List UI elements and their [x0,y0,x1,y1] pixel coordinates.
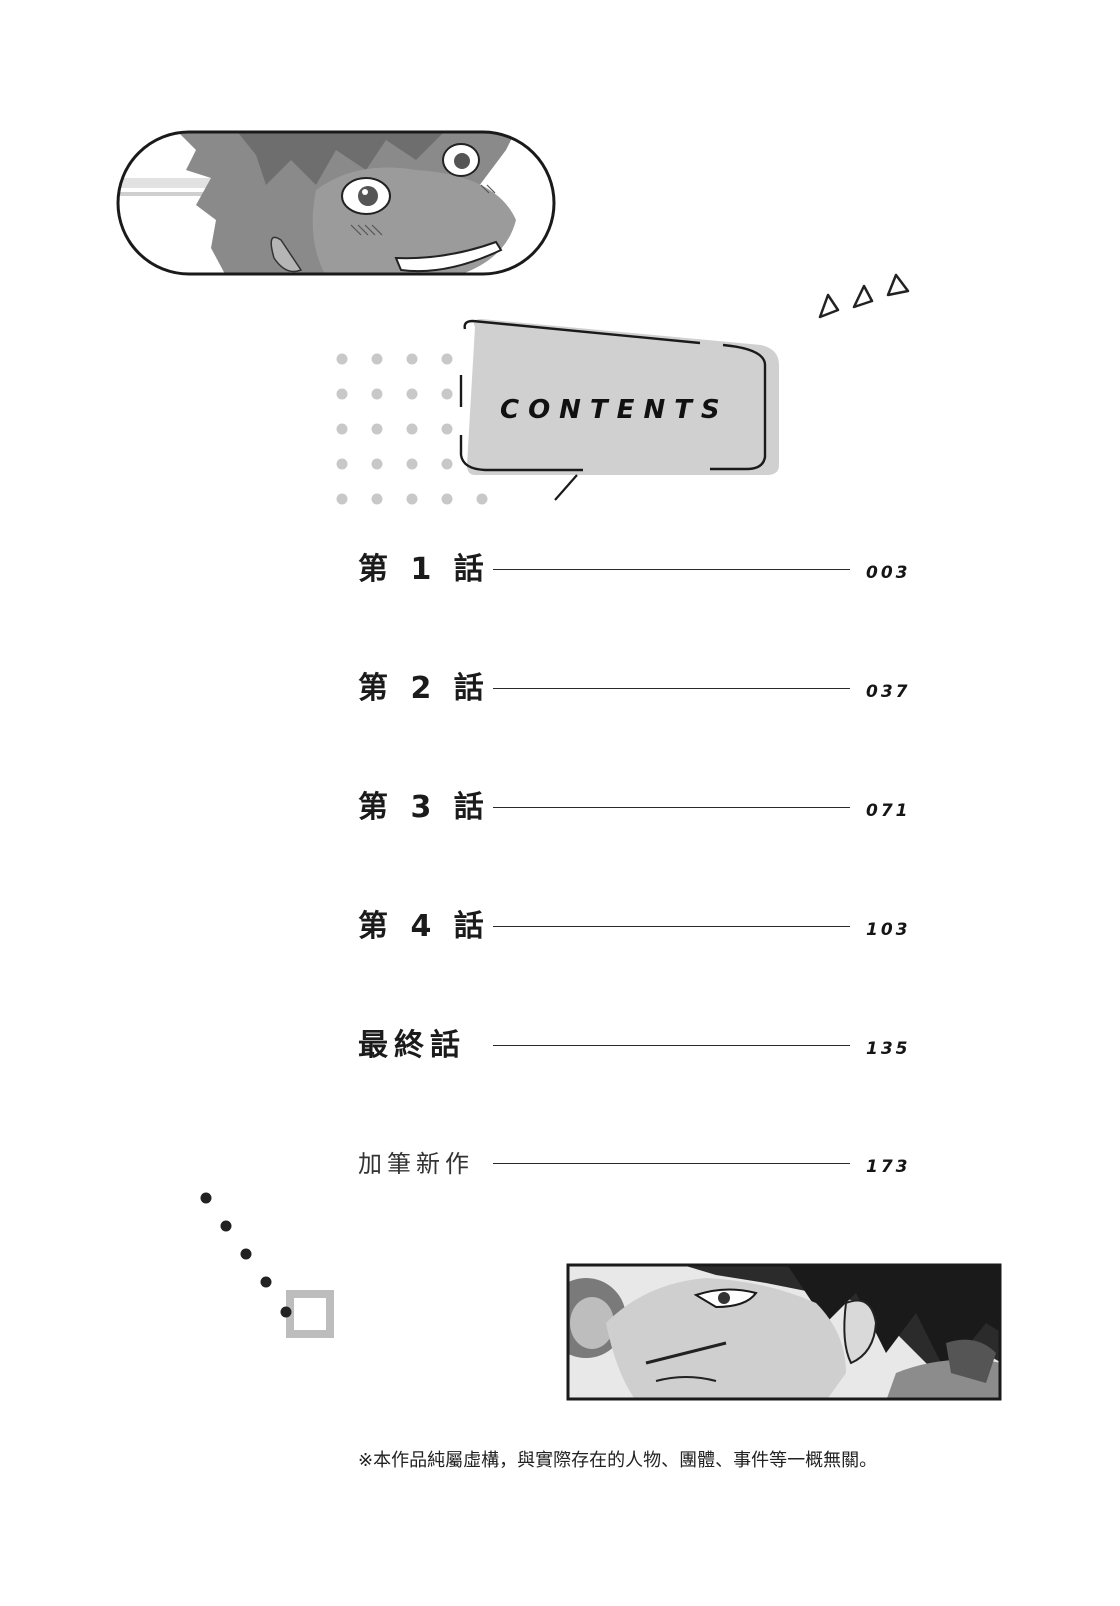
grid-dot [336,353,348,365]
toc-chapter-label: 第 1 話 [358,552,490,587]
toc-leader-line [493,1045,850,1046]
disclaimer-text: ※本作品純屬虛構，與實際存在的人物、團體、事件等一概無關。 [358,1450,878,1471]
toc-entry[interactable]: 第 4 話 103 [358,902,918,952]
toc-entry[interactable]: 第 2 話 037 [358,664,918,714]
toc-page-number: 037 [866,682,911,702]
toc-chapter-label: 第 4 話 [358,909,490,944]
grid-dot [406,458,418,470]
grid-dot [336,423,348,435]
grid-dot [476,493,488,505]
toc-chapter-label: 第 2 話 [358,671,490,706]
toc-chapter-label: 最終話 [358,1028,466,1063]
toc-page-number: 173 [866,1157,911,1177]
toc-leader-line [493,807,850,808]
toc-page-number: 071 [866,801,911,821]
contents-speech-bubble [459,319,779,501]
toc-entry[interactable]: 第 3 話 071 [358,783,918,833]
toc-leader-line [493,1163,850,1164]
grid-dot [441,423,453,435]
toc-page-number: 103 [866,920,911,940]
grid-dot [406,353,418,365]
grid-dot [336,458,348,470]
toc-leader-line [493,688,850,689]
grid-dot [371,458,383,470]
toc-page-number: 135 [866,1039,911,1059]
dotted-trail-decoration [200,1192,334,1338]
grid-dot [441,388,453,400]
toc-chapter-label: 第 3 話 [358,790,490,825]
bottom-manga-illustration [566,1263,1002,1401]
grid-dot [371,388,383,400]
grid-dot [441,493,453,505]
grid-dot [371,423,383,435]
toc-chapter-label: 加筆新作 [358,1150,474,1178]
triangle-decoration [818,273,910,319]
grid-dot [406,423,418,435]
grid-dot [441,458,453,470]
toc-entry[interactable]: 加筆新作 173 [358,1139,918,1189]
dot-grid-decoration [336,353,488,505]
top-manga-illustration [116,130,556,276]
grid-dot [371,353,383,365]
grid-dot [336,388,348,400]
toc-leader-line [493,926,850,927]
grid-dot [406,493,418,505]
grid-dot [336,493,348,505]
grid-dot [441,353,453,365]
toc-entry[interactable]: 最終話 135 [358,1021,918,1071]
grid-dot [406,388,418,400]
toc-page-number: 003 [866,563,911,583]
toc-entry[interactable]: 第 1 話 003 [358,545,918,595]
grid-dot [371,493,383,505]
toc-leader-line [493,569,850,570]
contents-title: CONTENTS [500,395,729,425]
